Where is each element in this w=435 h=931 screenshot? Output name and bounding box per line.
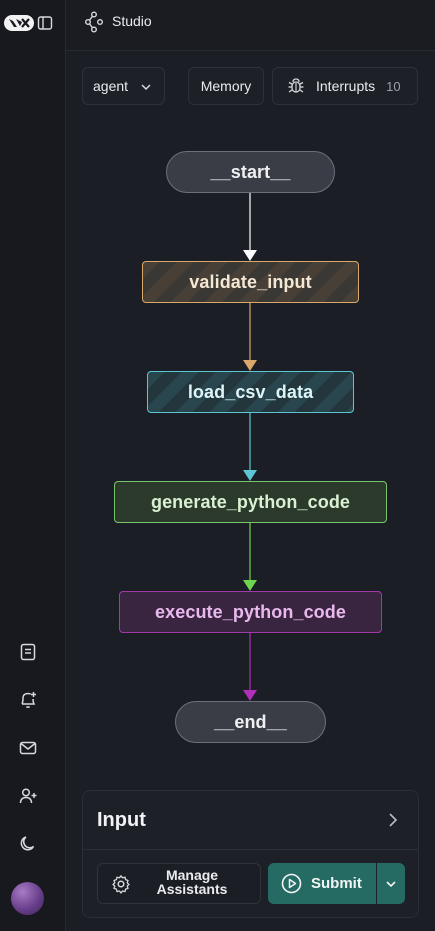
input-panel-title[interactable]: Input <box>97 809 146 831</box>
submit-label: Submit <box>311 875 362 892</box>
memory-label: Memory <box>200 78 252 94</box>
left-sidebar <box>0 0 66 931</box>
graph-node-end[interactable]: __end__ <box>175 701 326 743</box>
user-plus-icon[interactable] <box>18 786 38 806</box>
langchain-logo[interactable] <box>4 15 34 31</box>
assistant-select-value: agent <box>93 78 129 94</box>
avatar[interactable] <box>11 882 44 915</box>
chevron-right-icon[interactable] <box>386 812 400 828</box>
input-panel: Input Manage Assistants Submit <box>82 790 419 918</box>
top-bar: Studio <box>66 0 435 51</box>
edge-arrow-execute-end <box>243 690 257 701</box>
submit-options-button[interactable] <box>377 863 405 904</box>
moon-icon[interactable] <box>18 834 38 854</box>
studio-graph-icon <box>85 11 103 33</box>
bug-icon <box>288 78 304 93</box>
graph-node-load-csv-data[interactable]: load_csv_data <box>147 371 354 413</box>
graph-node-validate-input[interactable]: validate_input <box>142 261 359 303</box>
document-icon[interactable] <box>18 642 38 662</box>
page-title: Studio <box>112 13 152 29</box>
bell-plus-icon[interactable] <box>18 690 38 710</box>
sidebar-toggle-icon[interactable] <box>37 15 53 31</box>
interrupts-label: Interrupts <box>316 78 376 94</box>
graph-node-execute-python-code[interactable]: execute_python_code <box>119 591 382 633</box>
interrupts-count-badge: 10 <box>386 78 401 94</box>
edge-arrow-load-generate <box>243 470 257 481</box>
manage-assistants-label: Manage Assistants <box>156 867 228 897</box>
edge-arrow-generate-execute <box>243 580 257 591</box>
divider <box>83 849 418 850</box>
edge-arrow-validate-load <box>243 360 257 371</box>
manage-assistants-button[interactable]: Manage Assistants <box>97 863 261 904</box>
gear-icon <box>112 875 130 894</box>
edge-arrow-start-validate <box>243 250 257 261</box>
chevron-down-icon <box>386 881 396 888</box>
mail-icon[interactable] <box>18 738 38 758</box>
graph-node-generate-python-code[interactable]: generate_python_code <box>114 481 387 523</box>
interrupts-button[interactable]: Interrupts 10 <box>272 67 418 105</box>
submit-button[interactable]: Submit <box>268 863 376 904</box>
play-circle-icon <box>281 873 302 894</box>
chevron-down-icon <box>141 84 151 91</box>
assistant-select[interactable]: agent <box>82 67 165 105</box>
graph-node-start[interactable]: __start__ <box>166 151 335 193</box>
memory-button[interactable]: Memory <box>188 67 264 105</box>
